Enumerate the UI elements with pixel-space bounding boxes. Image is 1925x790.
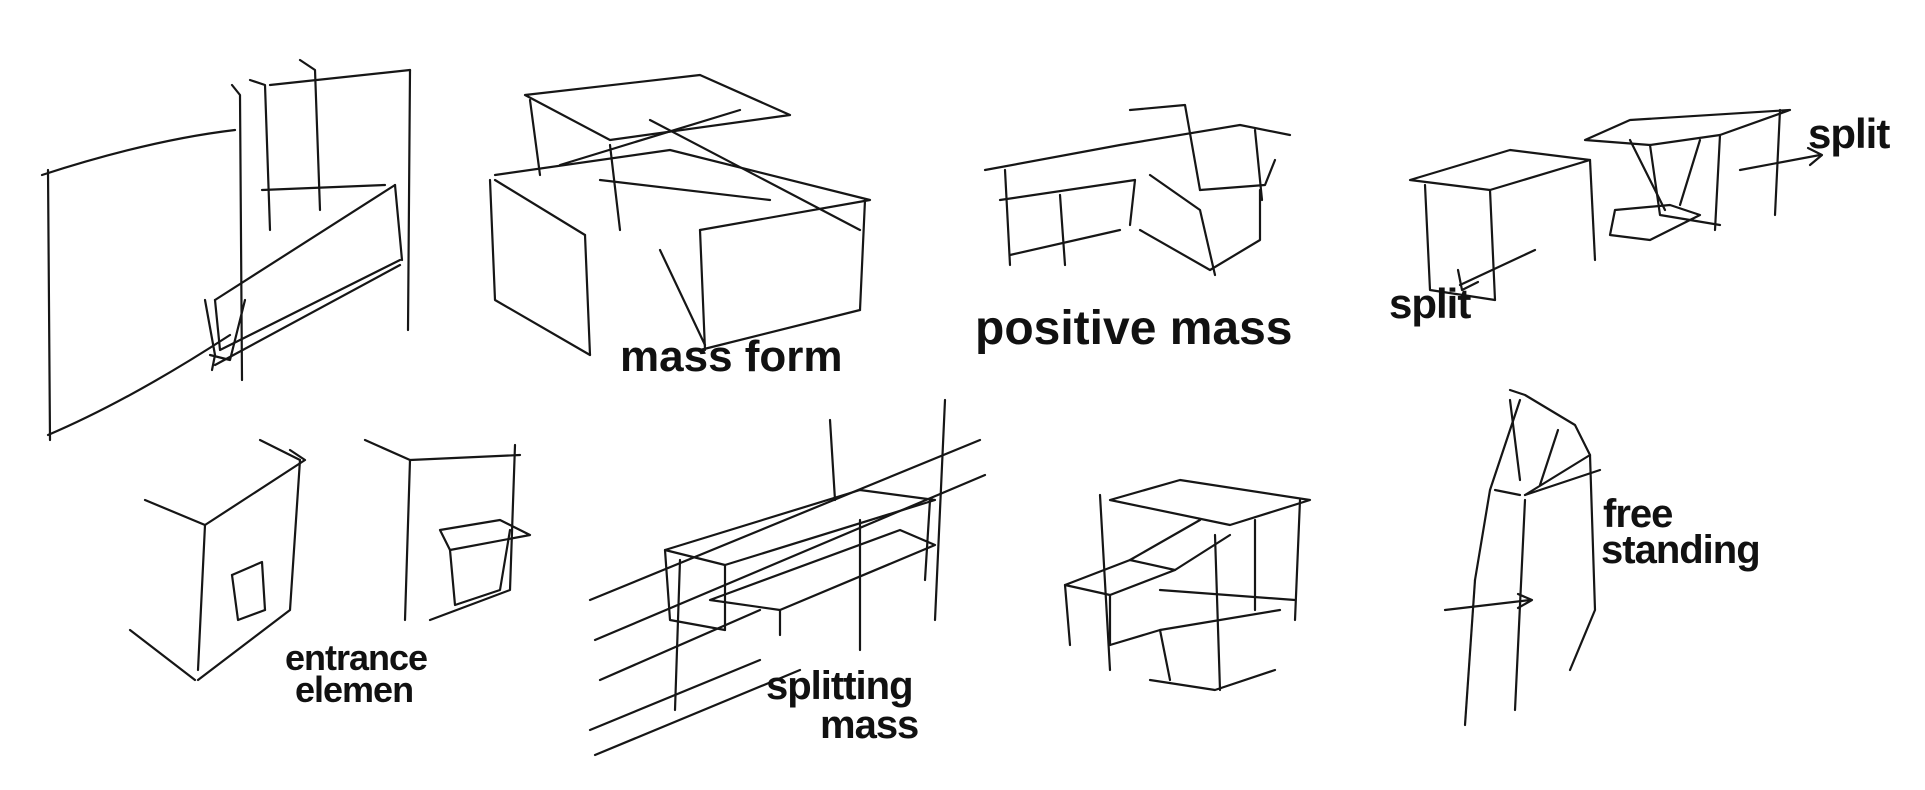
- sketch-split: [1408, 108, 1824, 302]
- label-entrance-line2: elemen: [295, 669, 414, 710]
- label-positive-mass: positive mass: [975, 302, 1293, 355]
- sketch-mass-form: [488, 73, 872, 357]
- label-splitting-line2: mass: [820, 703, 919, 747]
- label-split-left: split: [1389, 280, 1471, 327]
- sketch-stacked-mass: [1063, 478, 1312, 692]
- label-entrance-line1: entrance: [285, 637, 428, 678]
- label-split-right: split: [1808, 110, 1890, 157]
- label-splitting-line1: splitting: [766, 664, 914, 708]
- label-mass-form: mass form: [620, 332, 843, 381]
- sketch-wall-masses: [40, 58, 412, 442]
- label-free-line2: standing: [1601, 528, 1761, 572]
- sketch-free-standing: [1443, 388, 1602, 727]
- sketch-splitting-mass: [588, 398, 987, 757]
- sketch-positive-mass: [983, 103, 1292, 277]
- label-free-line1: free: [1603, 492, 1673, 536]
- sketch-entrance-element: [128, 438, 532, 682]
